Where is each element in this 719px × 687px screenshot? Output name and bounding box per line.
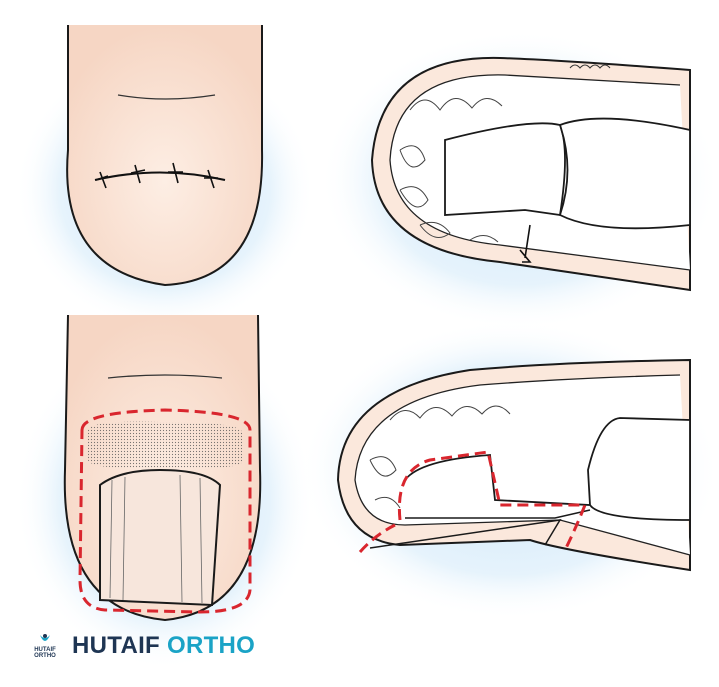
brand-logo: HUTAIF ORTHO HUTAIF ORTHO bbox=[30, 632, 255, 660]
logo-small-text: HUTAIF ORTHO bbox=[34, 647, 56, 659]
logo-icon: HUTAIF ORTHO bbox=[30, 633, 60, 659]
finger-dorsal-sutured bbox=[66, 25, 264, 287]
brand-name: HUTAIF ORTHO bbox=[72, 632, 255, 660]
finger-sagittal-sutured bbox=[370, 56, 691, 292]
finger-dorsal-incision-marked bbox=[63, 314, 262, 622]
brand-name-part2: ORTHO bbox=[166, 632, 256, 659]
germinal-matrix-stippled bbox=[88, 421, 242, 469]
brand-name-part1: HUTAIF bbox=[72, 632, 161, 659]
incision-dashed-line bbox=[78, 408, 252, 614]
nail-plate bbox=[99, 468, 222, 607]
finger-sagittal-incision-marked bbox=[336, 358, 691, 572]
